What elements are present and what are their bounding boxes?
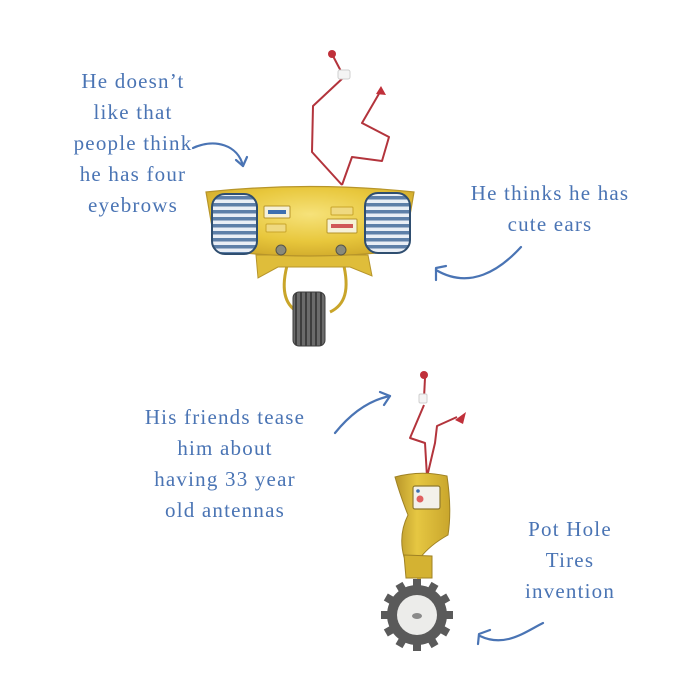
eyebrow-slot-icon bbox=[330, 206, 354, 216]
side-view-robot bbox=[381, 371, 466, 651]
gear-wheel-icon bbox=[381, 579, 453, 651]
front-view-robot bbox=[205, 50, 415, 347]
caption-line: like that bbox=[93, 100, 173, 124]
caption-line: having 33 year bbox=[154, 467, 296, 491]
wheel-icon bbox=[292, 291, 326, 347]
eyebrow-red-icon bbox=[331, 224, 353, 228]
caption-line: invention bbox=[524, 579, 616, 603]
caption-line: He doesn’t bbox=[81, 69, 185, 93]
caption-line: Pot Hole bbox=[528, 517, 612, 541]
jaw-icon bbox=[255, 254, 373, 279]
caption-line: people think bbox=[73, 131, 193, 155]
antenna-tip-icon bbox=[328, 50, 336, 58]
eyebrow-slot-icon bbox=[265, 223, 287, 233]
wheel-arm-icon bbox=[329, 261, 348, 314]
arrow-antennas-icon bbox=[333, 390, 392, 435]
caption-line: he has four bbox=[79, 162, 187, 186]
face-cheek-icon bbox=[416, 495, 424, 503]
antenna-joint-icon bbox=[418, 393, 428, 404]
antenna-joint-icon bbox=[337, 69, 351, 80]
caption-line: He thinks he has bbox=[470, 181, 630, 205]
caption-line: cute ears bbox=[507, 212, 593, 236]
arrow-tires-icon bbox=[476, 621, 545, 646]
antenna-icon bbox=[409, 377, 458, 478]
caption-line: His friends tease bbox=[144, 405, 306, 429]
face-eye-icon bbox=[416, 489, 420, 493]
caption-line: eyebrows bbox=[87, 193, 179, 217]
antenna-tip-icon bbox=[420, 371, 428, 379]
antenna-tip-icon bbox=[455, 412, 466, 424]
ear-grille-left-icon bbox=[211, 193, 258, 255]
caption-eyebrows: He doesn’t like that people think he has… bbox=[38, 66, 228, 221]
ear-grille-right-icon bbox=[364, 192, 411, 254]
bolt-eye-icon bbox=[275, 244, 287, 256]
bolt-eye-icon bbox=[335, 244, 347, 256]
eyebrow-blue-icon bbox=[268, 210, 286, 214]
caption-ears: He thinks he has cute ears bbox=[445, 178, 655, 240]
caption-line: Tires bbox=[545, 548, 595, 572]
antenna-tip-icon bbox=[376, 86, 386, 95]
face-window-icon bbox=[412, 485, 441, 510]
arrow-eyebrows-icon bbox=[191, 142, 249, 168]
caption-line: old antennas bbox=[165, 498, 285, 522]
caption-antennas: His friends tease him about having 33 ye… bbox=[125, 402, 325, 526]
arrow-ears-icon bbox=[434, 245, 523, 282]
caption-tires: Pot Hole Tires invention bbox=[505, 514, 635, 607]
side-base-icon bbox=[403, 554, 433, 579]
caption-line: him about bbox=[177, 436, 273, 460]
